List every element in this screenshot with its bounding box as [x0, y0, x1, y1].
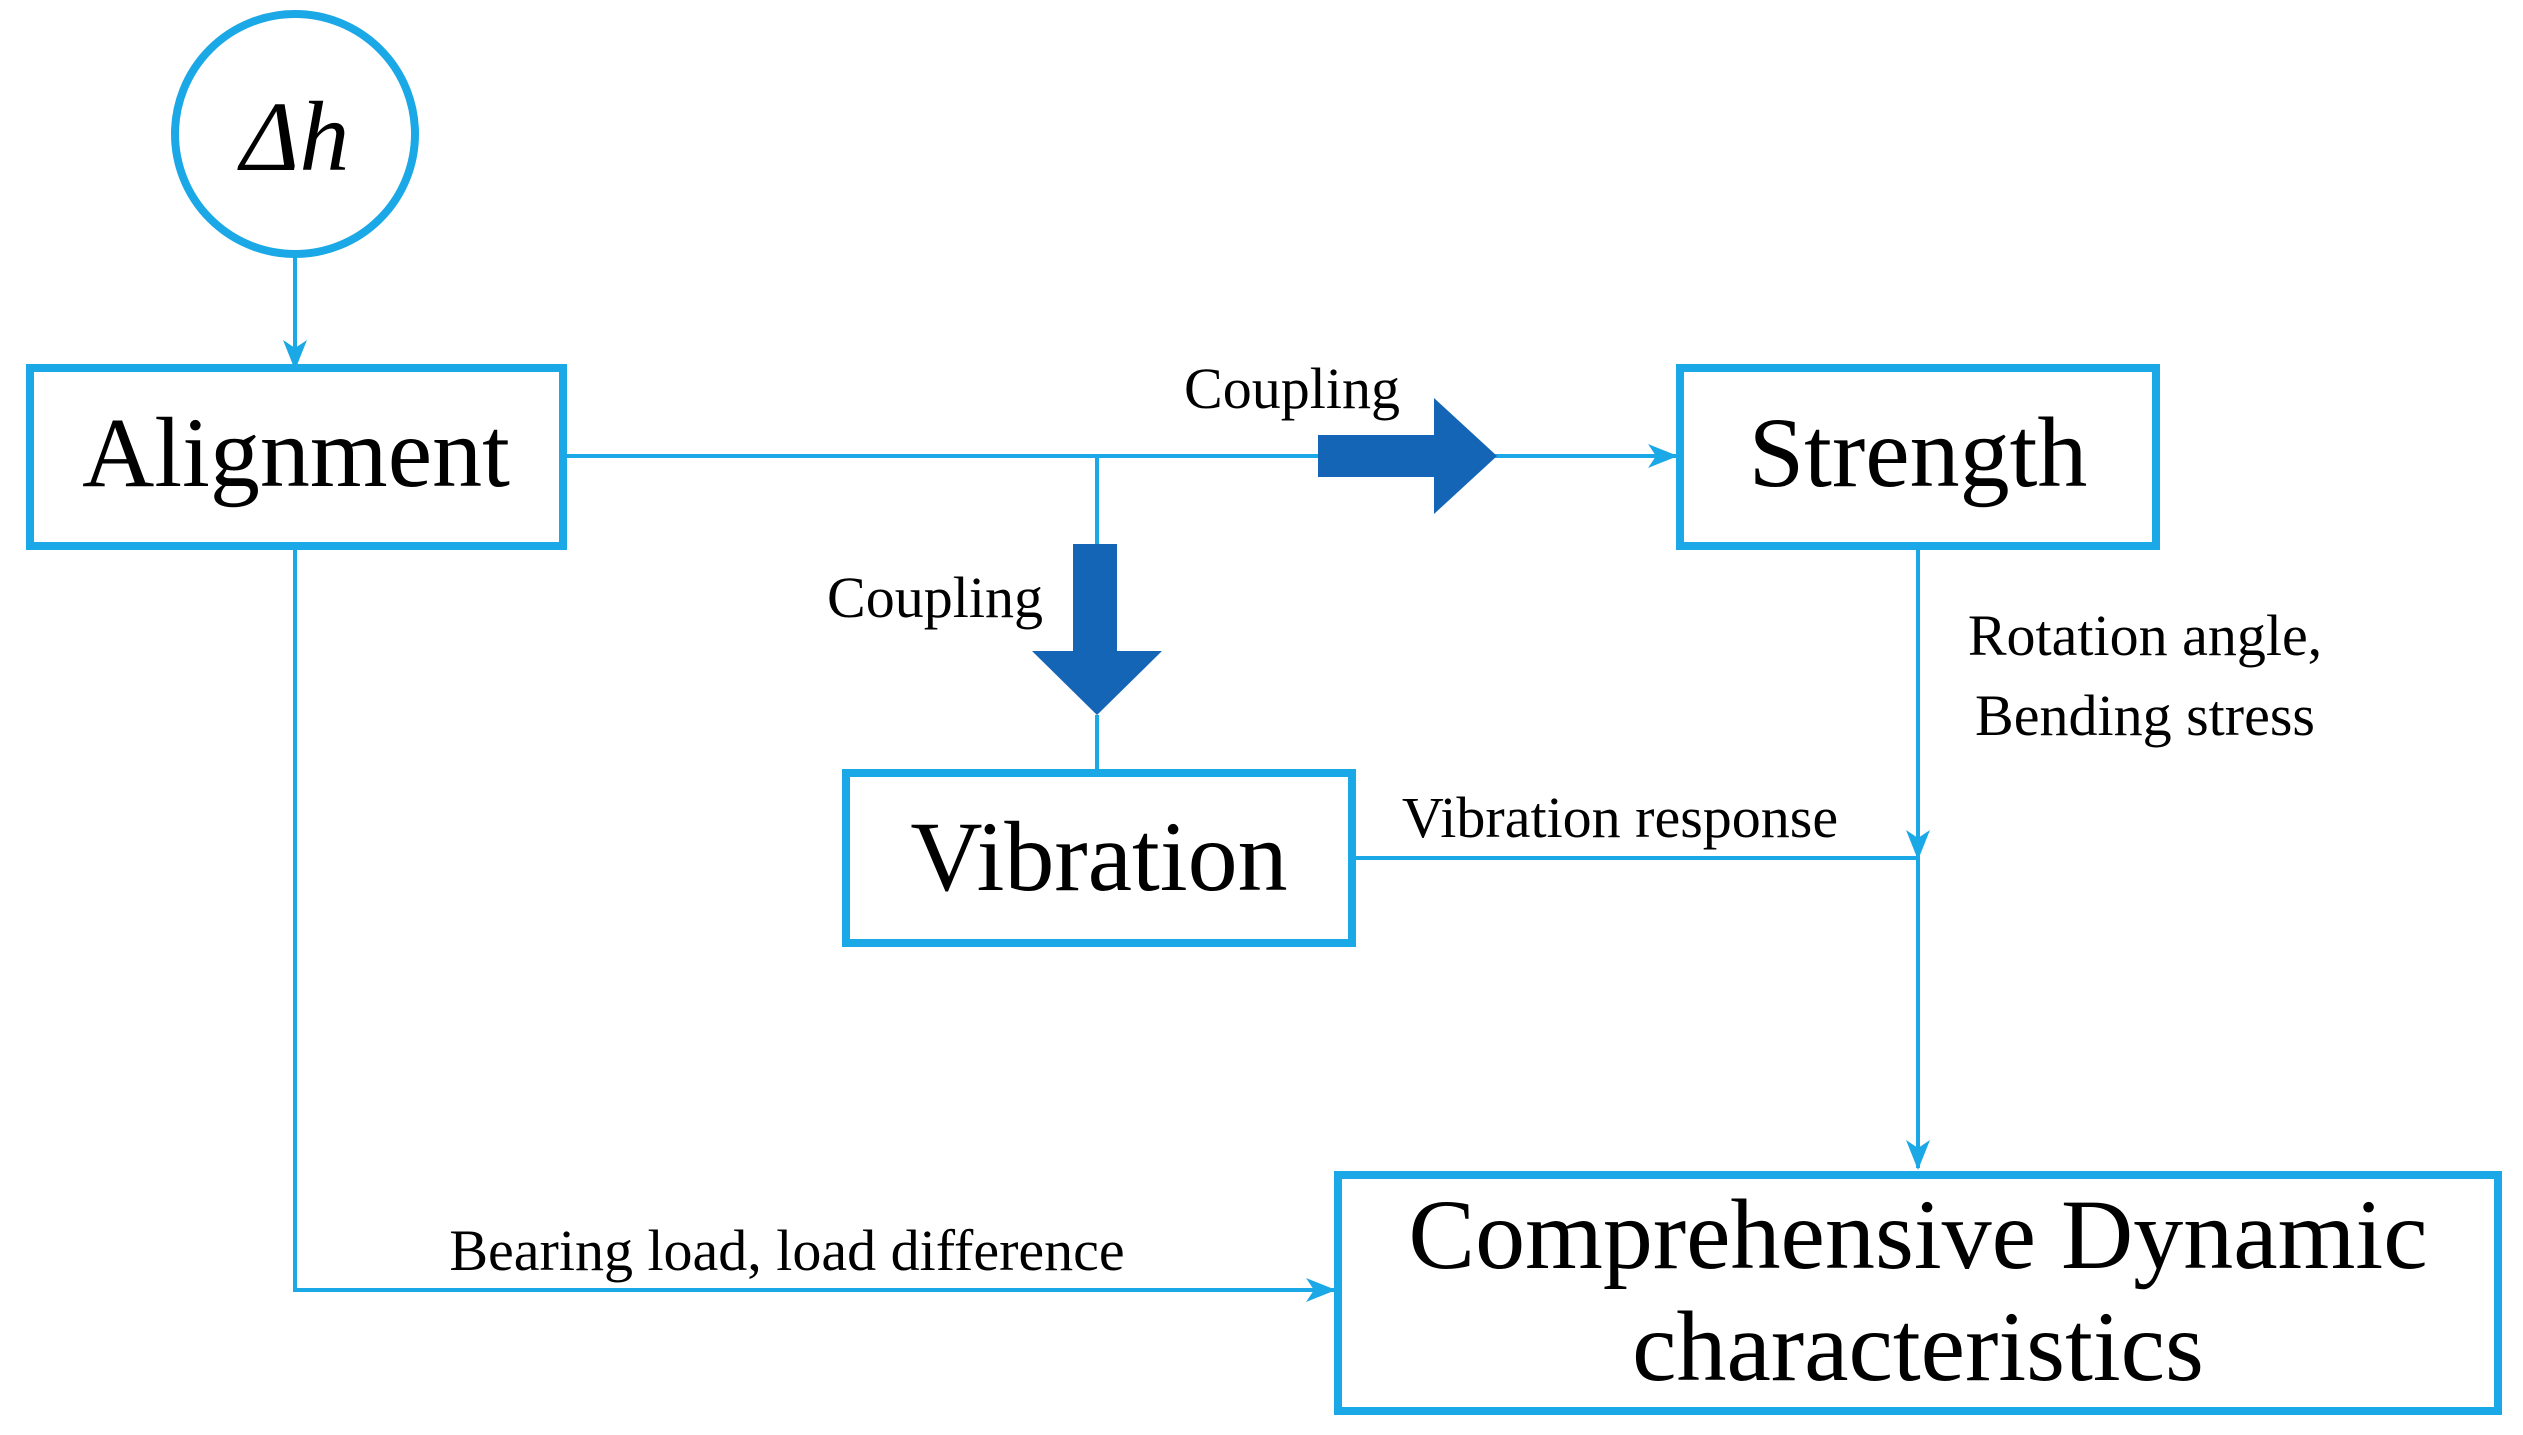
coupling-arrow-down [1032, 544, 1162, 715]
strength-label: Strength [1749, 397, 2088, 508]
delta-h-node [171, 10, 419, 258]
comprehensive-label-line2: characteristics [1632, 1291, 2204, 1402]
coupling-label-strength: Coupling [1184, 356, 1400, 421]
strength-node [1676, 364, 2160, 550]
strength-output-label-line1: Rotation angle, [1968, 603, 2322, 668]
alignment-output-label: Bearing load, load difference [449, 1218, 1124, 1283]
coupling-label-vibration: Coupling [827, 565, 1043, 630]
vibration-node [842, 769, 1356, 947]
vibration-output-label: Vibration response [1402, 785, 1838, 850]
delta-h-label: Δh [237, 81, 350, 192]
vibration-label: Vibration [910, 801, 1287, 912]
connector-alignment-to-comprehensive [293, 546, 1336, 1302]
alignment-label: Alignment [82, 397, 510, 508]
comprehensive-label-line1: Comprehensive Dynamic [1408, 1179, 2427, 1290]
alignment-node [26, 364, 567, 550]
coupling-arrow-right [1318, 398, 1497, 514]
comprehensive-node [1334, 1171, 2502, 1415]
strength-output-label-line2: Bending stress [1975, 683, 2315, 748]
